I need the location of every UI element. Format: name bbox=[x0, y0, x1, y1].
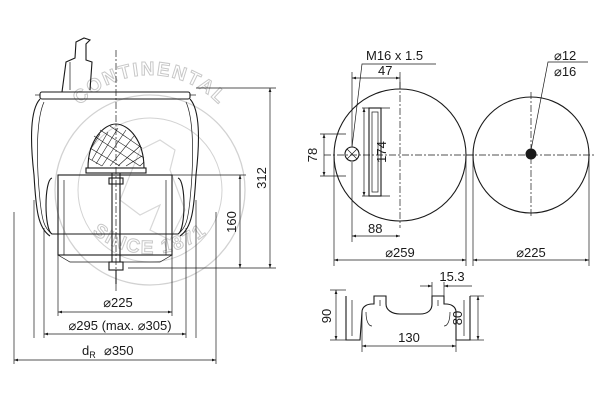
dim-section-bottom: 130 bbox=[398, 330, 420, 345]
dim-section-right: 80 bbox=[450, 311, 465, 325]
watermark-horse-icon bbox=[119, 139, 186, 241]
dim-height-total: 312 bbox=[254, 167, 269, 189]
watermark-since-text: SINCE 1871 bbox=[89, 220, 211, 259]
dim-height: 78 bbox=[305, 148, 320, 162]
dim-hole-large: ⌀16 bbox=[554, 64, 576, 79]
dim-height-piston: 160 bbox=[224, 211, 239, 233]
watermark-brand-text: CONTINENTAL bbox=[69, 59, 231, 109]
dim-thread: M16 x 1.5 bbox=[366, 48, 423, 63]
section-profile bbox=[345, 295, 471, 341]
dim-bottom-dia: ⌀225 bbox=[516, 245, 546, 260]
dim-bellows-dia: ⌀295 (max. ⌀305) bbox=[68, 318, 171, 333]
watermark-logo: CONTINENTAL SINCE 1871 bbox=[54, 58, 246, 286]
dim-dr-label: dR bbox=[82, 343, 96, 360]
piston-curve bbox=[45, 177, 185, 235]
bellows-left bbox=[31, 98, 51, 237]
dim-offset: 47 bbox=[378, 63, 392, 78]
dim-width: 88 bbox=[368, 221, 382, 236]
dim-slot: 174 bbox=[374, 141, 389, 163]
top-bracket bbox=[61, 37, 93, 93]
dim-piston-dia: ⌀225 bbox=[103, 295, 133, 310]
dim-section-top: 15.3 bbox=[439, 269, 464, 284]
top-plate bbox=[39, 91, 191, 100]
center-hole bbox=[525, 148, 537, 160]
bottom-plate-view: ⌀12 ⌀16 ⌀225 bbox=[466, 48, 596, 266]
piston bbox=[57, 174, 173, 256]
side-view: 312 160 ⌀225 ⌀295 (max. ⌀305) dR ⌀350 bbox=[13, 37, 276, 364]
dim-hole-small: ⌀12 bbox=[554, 48, 576, 63]
top-plate-view: M16 x 1.5 47 78 174 88 ⌀259 bbox=[305, 48, 476, 266]
dim-dr-value: ⌀350 bbox=[104, 343, 134, 358]
section-view: 15.3 90 80 130 bbox=[319, 269, 484, 352]
dim-section-left: 90 bbox=[319, 309, 334, 323]
dim-top-dia: ⌀259 bbox=[385, 245, 415, 260]
